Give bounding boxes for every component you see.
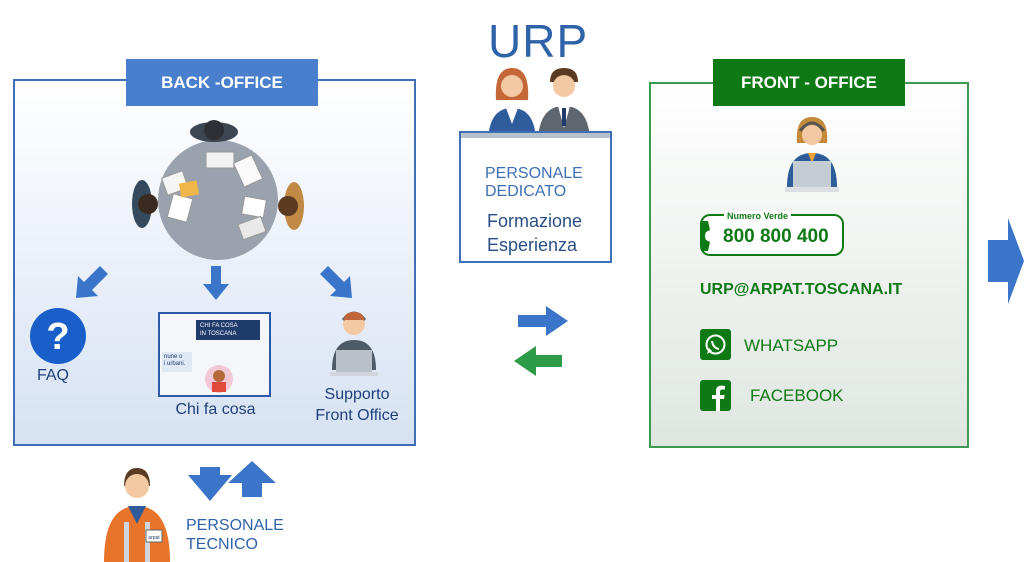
personale-dedicato-label: PERSONALE DEDICATO (485, 165, 583, 200)
support-operator-icon (330, 311, 378, 376)
thumbnail-chat: nune o i urbani. (162, 352, 192, 372)
back-office-title: BACK -OFFICE (126, 59, 318, 106)
person-right (232, 154, 304, 241)
numero-verde-label: Numero Verde (724, 211, 792, 221)
phone-handset-icon (700, 221, 710, 251)
formazione-esperienza-text: Formazione Esperienza (487, 211, 583, 255)
numero-verde-badge[interactable]: Numero Verde 800 800 400 (700, 211, 844, 256)
exchange-arrows (514, 306, 568, 376)
up-down-arrows (188, 461, 276, 501)
personale-tecnico-label: PERSONALE TECNICO (186, 517, 284, 553)
arrow-left-green (514, 346, 562, 376)
meeting-table-illustration (132, 120, 304, 260)
arrow-down (188, 467, 232, 501)
supporto-label: Supporto Front Office (315, 386, 399, 424)
thumbnail-avatar-icon (205, 365, 233, 393)
urp-box: PERSONALE DEDICATO Formazione Esperienza (459, 131, 612, 263)
arrow-to-faq (76, 266, 108, 298)
faq-label: FAQ (36, 367, 69, 384)
person-top (190, 120, 238, 169)
arrow-up (228, 461, 276, 497)
back-office-arrows (76, 266, 352, 300)
person-left (132, 170, 200, 228)
arrow-right-blue (518, 306, 568, 336)
thumbnail-banner: CHI FA COSA IN TOSCANA (196, 320, 260, 340)
whatsapp-label[interactable]: WHATSAPP (744, 336, 839, 355)
badge-text: arpat (148, 535, 160, 541)
phone-number: 800 800 400 (723, 226, 829, 247)
facebook-icon (700, 380, 731, 411)
urp-title: URP (488, 15, 589, 67)
front-office-operator-icon (785, 117, 839, 192)
email-address[interactable]: URP@ARPAT.TOSCANA.IT (700, 281, 903, 298)
chi-fa-cosa-label: Chi fa cosa (175, 401, 256, 418)
technical-staff-illustration: arpat (104, 468, 170, 562)
arrow-to-supporto (320, 266, 352, 298)
arrow-right-edge (988, 218, 1024, 304)
chi-fa-cosa-thumbnail[interactable]: CHI FA COSA IN TOSCANA nune o i urbani. (158, 312, 271, 397)
arrow-to-chi-fa-cosa (203, 266, 229, 300)
urp-desk-bar (461, 133, 610, 138)
facebook-label[interactable]: FACEBOOK (750, 386, 844, 405)
question-circle-icon: ? (30, 308, 86, 364)
whatsapp-icon (700, 329, 731, 360)
svg-text:?: ? (46, 316, 69, 358)
front-office-title: FRONT - OFFICE (713, 59, 905, 106)
